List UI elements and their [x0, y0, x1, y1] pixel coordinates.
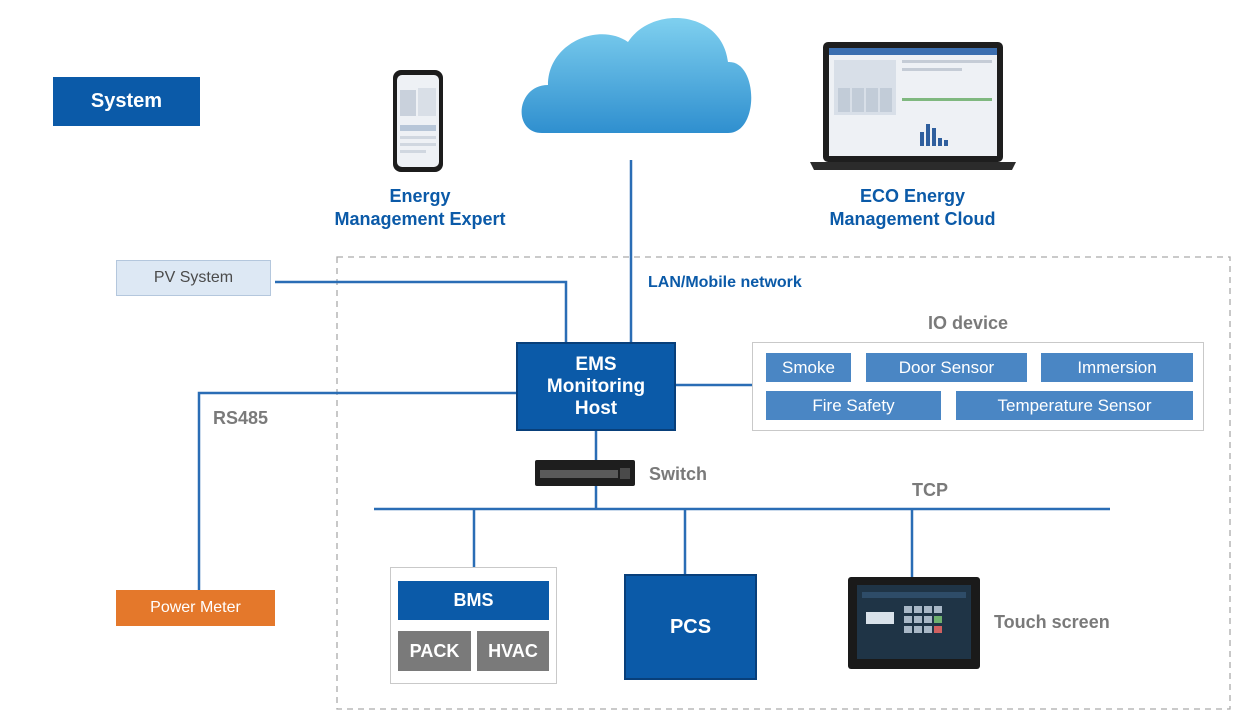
laptop-caption-line-2: Management Cloud: [829, 209, 996, 229]
ems-line-3: Host: [574, 397, 618, 419]
network-switch-icon: [535, 460, 635, 486]
laptop-caption: ECO Energy Management Cloud: [790, 185, 1035, 231]
switch-label: Switch: [649, 464, 708, 484]
system-badge: System: [53, 77, 200, 126]
io-item-smoke: Smoke: [766, 353, 851, 382]
hvac-box: HVAC: [477, 631, 549, 671]
pack-box: PACK: [398, 631, 471, 671]
phone-caption: Energy Management Expert: [300, 185, 540, 231]
bms-box: BMS: [398, 581, 549, 620]
touch-screen-label: Touch screen: [994, 612, 1110, 632]
phone-caption-line-1: Energy: [389, 186, 451, 206]
rs485-link: [197, 391, 516, 590]
ems-line-1: EMS: [575, 353, 617, 375]
network-label: LAN/Mobile network: [648, 274, 802, 291]
tcp-label: TCP: [912, 480, 948, 500]
laptop-icon: [810, 42, 1016, 170]
ems-line-2: Monitoring: [546, 375, 646, 397]
site-boundary: [336, 256, 1231, 710]
pcs-box: PCS: [624, 574, 757, 680]
io-item-door-sensor: Door Sensor: [866, 353, 1027, 382]
phone-icon: [393, 70, 443, 172]
io-item-immersion: Immersion: [1041, 353, 1193, 382]
phone-caption-line-2: Management Expert: [334, 209, 506, 229]
laptop-caption-line-1: ECO Energy: [859, 186, 966, 206]
power-meter-box: Power Meter: [116, 590, 275, 626]
touch-screen-icon: [848, 577, 980, 669]
ems-monitoring-host: EMS Monitoring Host: [516, 342, 676, 431]
io-device-panel: Smoke Door Sensor Immersion Fire Safety …: [752, 342, 1204, 431]
rs485-label: RS485: [213, 408, 269, 428]
io-device-title: IO device: [928, 313, 1009, 333]
io-item-fire-safety: Fire Safety: [766, 391, 941, 420]
io-item-temperature-sensor: Temperature Sensor: [956, 391, 1193, 420]
pv-link: [275, 280, 568, 342]
pv-system-box: PV System: [116, 260, 271, 296]
cloud-icon: [521, 17, 752, 133]
